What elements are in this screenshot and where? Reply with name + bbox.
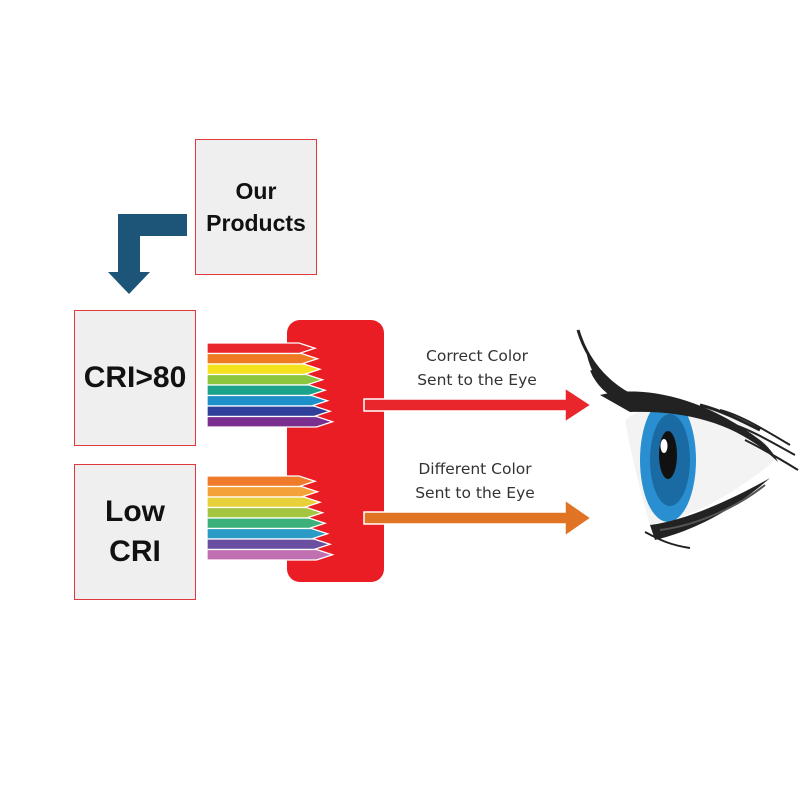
low-cri-band-4 bbox=[206, 506, 325, 519]
cri80-label: CRI>80 bbox=[83, 361, 187, 394]
cri80-box: CRI>80 bbox=[74, 310, 196, 446]
low-cri-band-3 bbox=[206, 496, 323, 509]
correct-color-line1: Correct Color bbox=[426, 347, 528, 365]
correct-color-line2: Sent to the Eye bbox=[417, 371, 537, 389]
correct-color-arrow bbox=[363, 386, 593, 424]
high-cri-band-6 bbox=[206, 394, 330, 407]
low-cri-band-5 bbox=[206, 517, 328, 530]
low-cri-box: Low CRI bbox=[74, 464, 196, 600]
high-cri-band-1 bbox=[206, 342, 318, 355]
spectrum-low-cri bbox=[206, 475, 335, 561]
low-cri-band-1 bbox=[206, 475, 318, 488]
low-cri-band-7 bbox=[206, 538, 333, 551]
spectrum-high-cri bbox=[206, 342, 335, 428]
low-cri-line1: Low bbox=[105, 495, 165, 528]
high-cri-band-8 bbox=[206, 415, 335, 428]
different-color-label: Different Color Sent to the Eye bbox=[388, 457, 562, 505]
our-products-line1: Our bbox=[235, 178, 277, 204]
eye-illustration bbox=[576, 329, 799, 549]
high-cri-band-7 bbox=[206, 405, 333, 418]
our-products-box: Our Products bbox=[195, 139, 317, 275]
low-cri-band-6 bbox=[206, 527, 330, 540]
correct-color-label: Correct Color Sent to the Eye bbox=[392, 344, 562, 392]
different-color-arrow bbox=[363, 498, 593, 538]
low-cri-band-8 bbox=[206, 548, 335, 561]
our-products-line2: Products bbox=[206, 210, 306, 236]
high-cri-band-4 bbox=[206, 373, 325, 386]
high-cri-band-5 bbox=[206, 384, 328, 397]
different-color-line1: Different Color bbox=[418, 460, 532, 478]
high-cri-band-3 bbox=[206, 363, 323, 376]
high-cri-band-2 bbox=[206, 352, 320, 365]
low-cri-line2: CRI bbox=[109, 535, 161, 568]
connector-arrow bbox=[108, 214, 187, 294]
low-cri-band-2 bbox=[206, 485, 320, 498]
different-color-line2: Sent to the Eye bbox=[415, 484, 535, 502]
